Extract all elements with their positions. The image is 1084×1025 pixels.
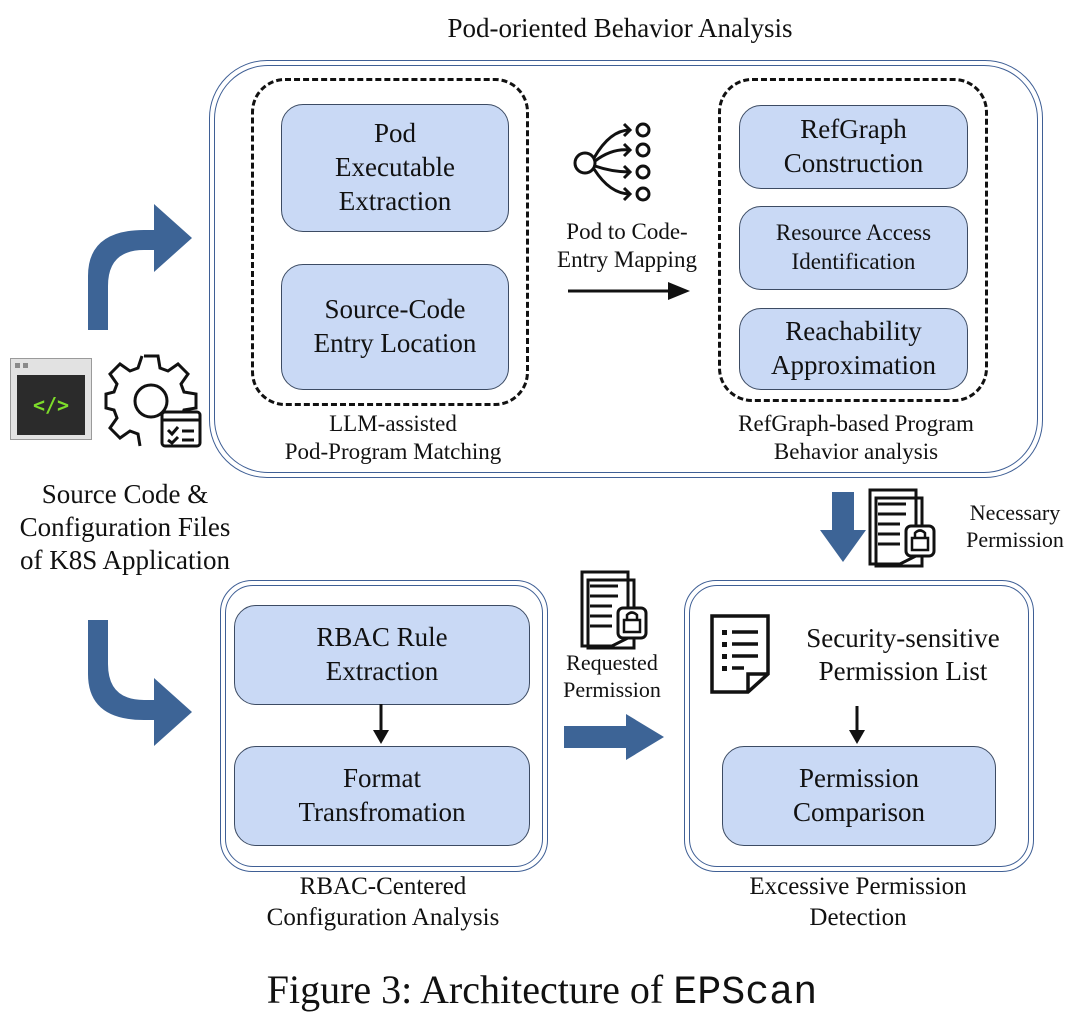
requested-permission-arrow bbox=[564, 714, 664, 760]
refgraph-construction-step: RefGraph Construction bbox=[739, 105, 968, 189]
necessary-permission-arrow bbox=[820, 492, 866, 562]
security-permission-list-label: Security-sensitive Permission List bbox=[806, 623, 1000, 686]
mapping-tree-icon bbox=[573, 122, 651, 202]
code-window-icon: </> bbox=[10, 358, 92, 440]
mapping-arrow bbox=[568, 282, 690, 300]
locked-document-icon bbox=[868, 488, 936, 568]
flow-arrow-up bbox=[88, 204, 192, 330]
rbac-rule-extraction-step: RBAC Rule Extraction bbox=[234, 605, 530, 705]
mapping-label: Pod to Code- Entry Mapping bbox=[557, 219, 697, 273]
rbac-analysis-caption: RBAC-Centered Configuration Analysis bbox=[266, 873, 500, 931]
pod-executable-extraction-step: Pod Executable Extraction bbox=[281, 104, 509, 232]
requested-permission-label: Requested Permission bbox=[563, 650, 661, 702]
format-transformation-step: Format Transfromation bbox=[234, 746, 530, 846]
resource-access-identification-step: Resource Access Identification bbox=[739, 206, 968, 290]
gear-check-icon bbox=[104, 354, 202, 448]
tool-name: EPScan bbox=[673, 971, 818, 1016]
source-code-entry-location-step: Source-Code Entry Location bbox=[281, 264, 509, 390]
code-glyph: </> bbox=[32, 393, 70, 417]
llm-matching-caption: LLM-assisted Pod-Program Matching bbox=[284, 411, 502, 465]
list-document-icon bbox=[710, 614, 770, 694]
llm-matching-cluster bbox=[251, 78, 529, 406]
reachability-approximation-step: Reachability Approximation bbox=[739, 308, 968, 390]
input-label: Source Code & Configuration Files of K8S… bbox=[19, 479, 231, 575]
rbac-step-arrow bbox=[373, 704, 389, 744]
detection-step-arrow bbox=[849, 706, 865, 744]
permission-comparison-step: Permission Comparison bbox=[722, 746, 996, 846]
necessary-permission-label: Necessary Permission bbox=[966, 500, 1064, 552]
refgraph-analysis-caption: RefGraph-based Program Behavior analysis bbox=[738, 411, 974, 465]
detection-caption: Excessive Permission Detection bbox=[749, 873, 967, 931]
figure-caption: Figure 3: Architecture of EPScan bbox=[266, 967, 818, 1016]
top-group-title: Pod-oriented Behavior Analysis bbox=[447, 13, 793, 43]
flow-arrow-down bbox=[88, 620, 192, 746]
locked-document-icon-requested bbox=[580, 570, 648, 650]
refgraph-analysis-cluster bbox=[718, 78, 988, 402]
